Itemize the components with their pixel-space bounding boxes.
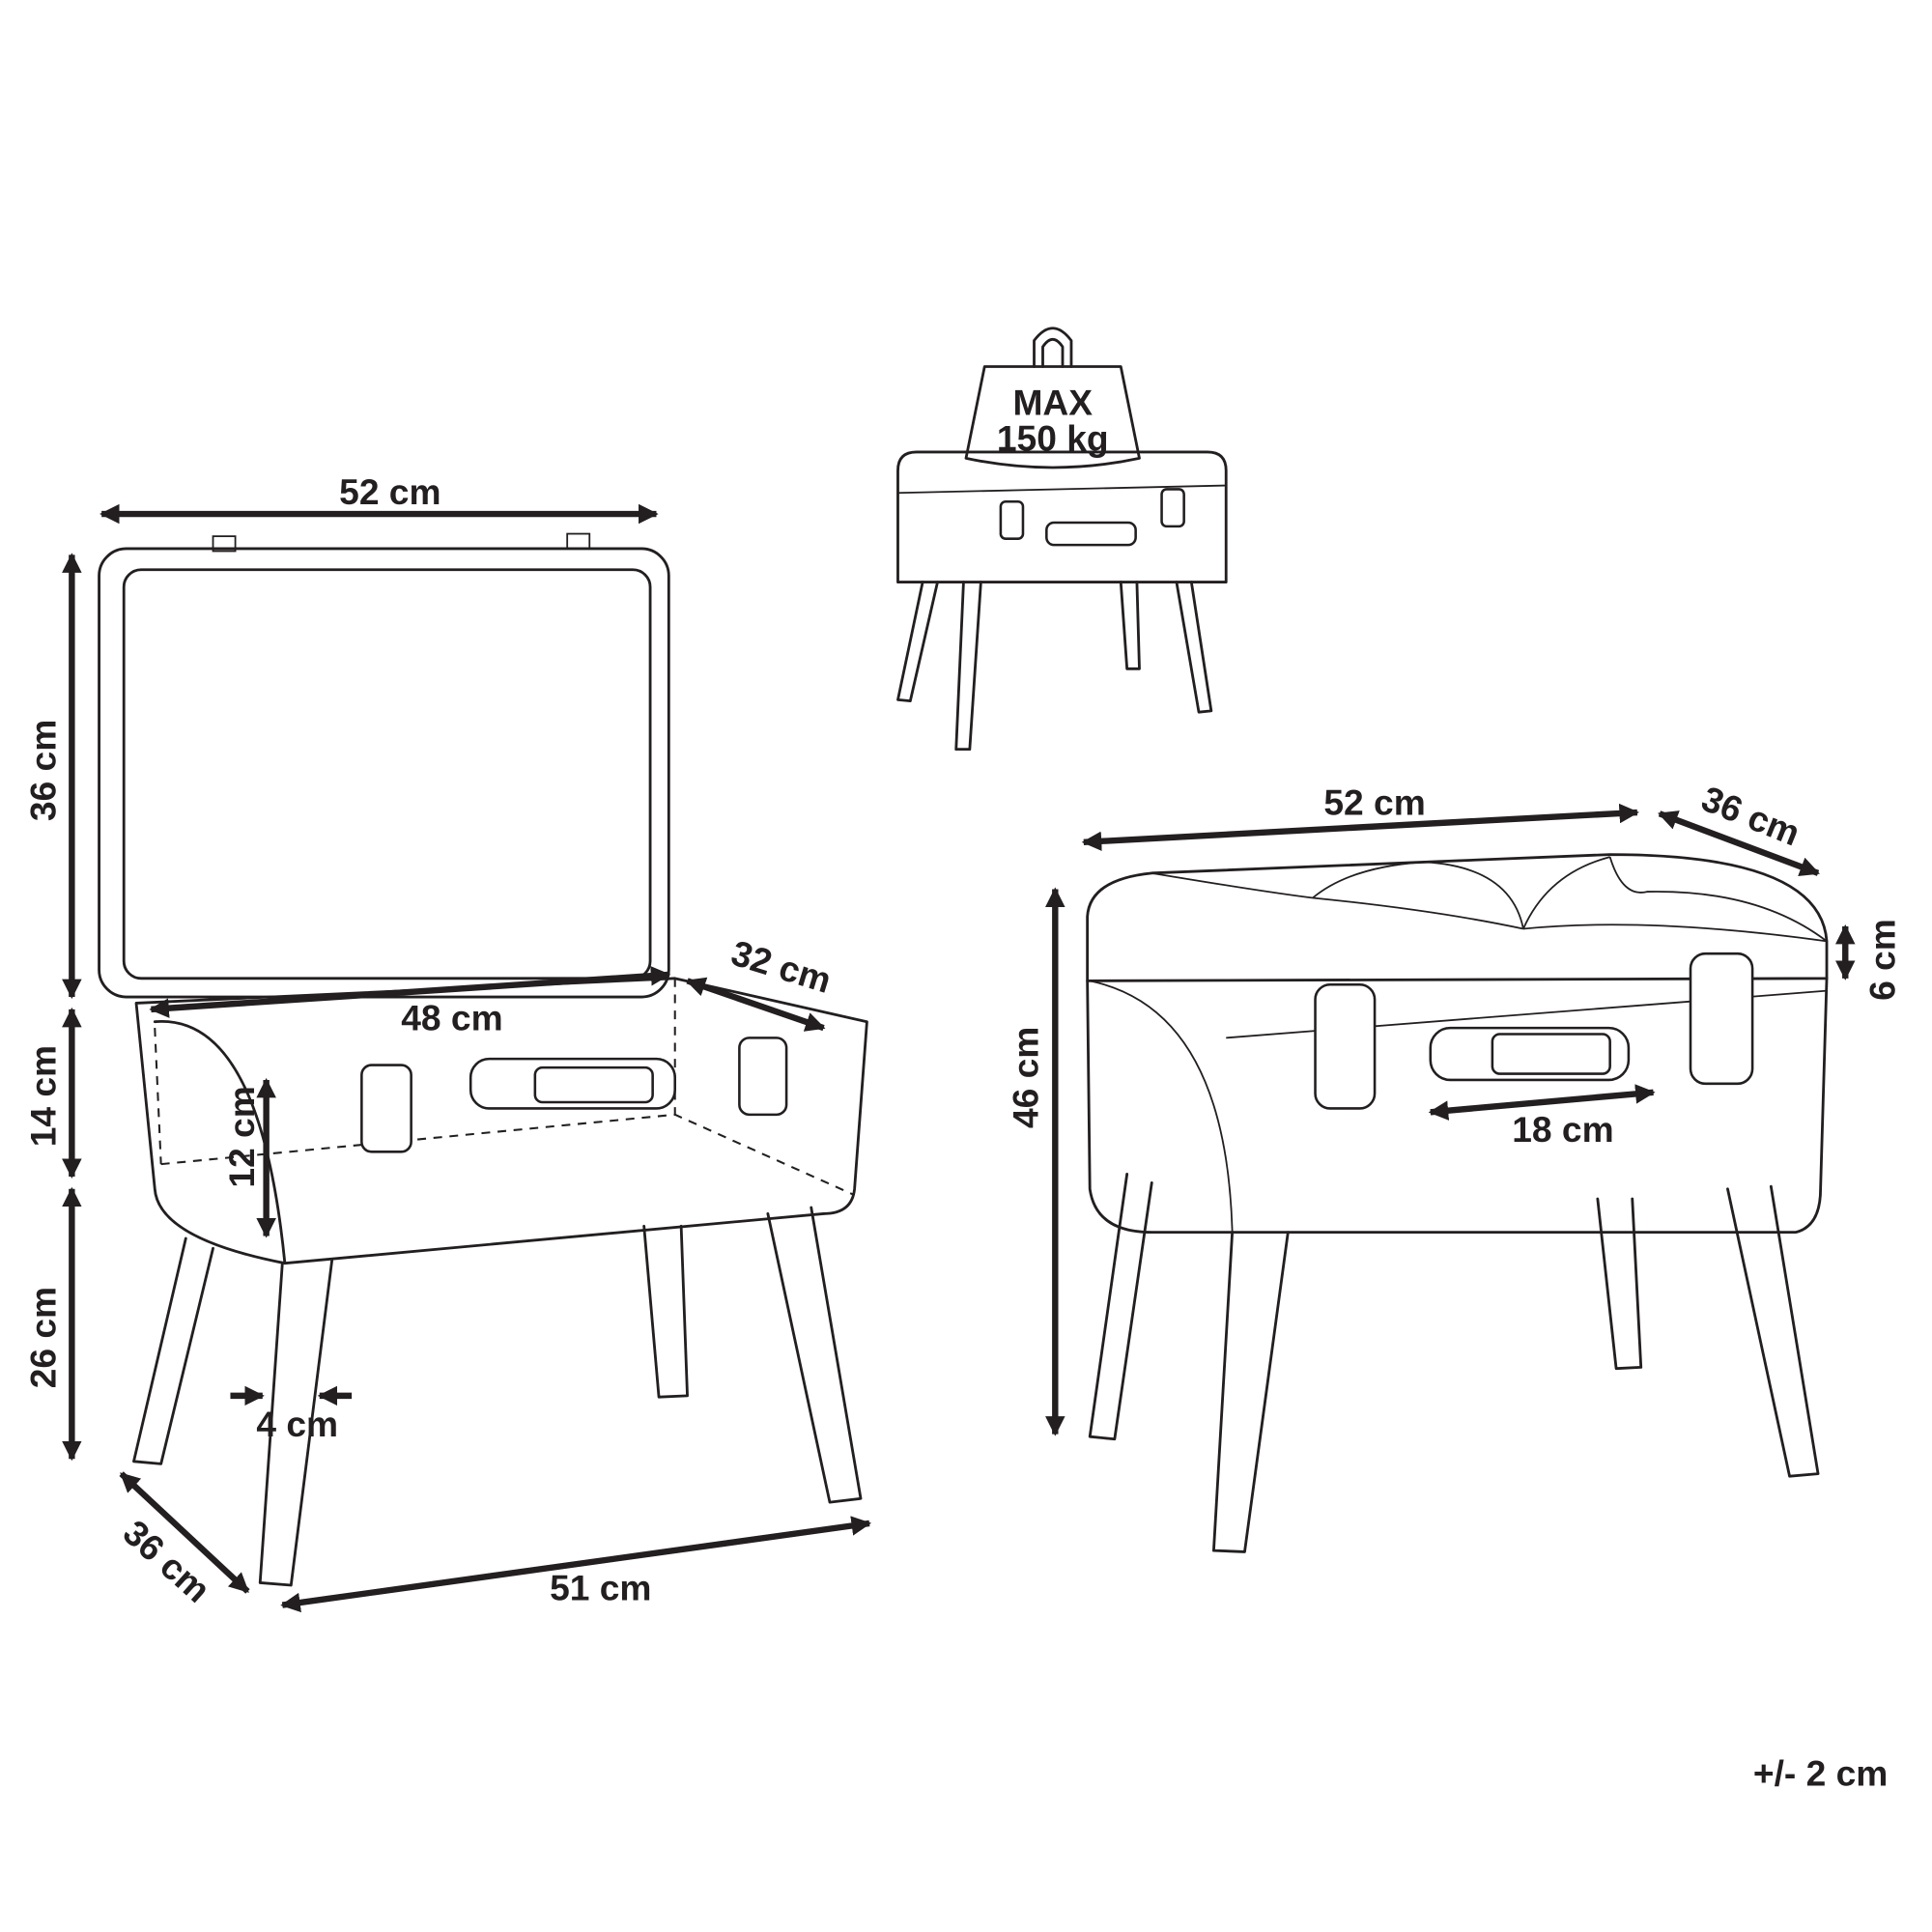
- lid-width-label: 52 cm: [339, 471, 440, 512]
- max-load-label: 150 kg: [997, 418, 1109, 459]
- max-load-drawing: [896, 327, 1228, 752]
- open-stool-drawing: [98, 532, 868, 1587]
- body-height-label: 14 cm: [23, 1045, 64, 1147]
- inner-height-label: 12 cm: [221, 1086, 262, 1187]
- inner-depth-label: 32 cm: [726, 932, 836, 1001]
- leg-height-label: 26 cm: [23, 1287, 64, 1388]
- closed-stool-drawing: [1086, 853, 1829, 1553]
- inner-width-label: 48 cm: [401, 998, 502, 1038]
- tolerance-label: +/- 2 cm: [1753, 1753, 1888, 1794]
- leg-depth-span-label: 36 cm: [116, 1512, 218, 1610]
- max-label: MAX: [1012, 382, 1093, 422]
- leg-width-span-label: 51 cm: [550, 1567, 651, 1607]
- lid-height-label: 36 cm: [23, 720, 64, 821]
- total-height-label: 46 cm: [1005, 1027, 1045, 1128]
- cushion-height-label: 6 cm: [1862, 919, 1903, 1001]
- leg-diameter-label: 4 cm: [256, 1404, 338, 1444]
- handle-width-label: 18 cm: [1512, 1109, 1613, 1150]
- depth-label: 36 cm: [1696, 778, 1805, 853]
- width-label: 52 cm: [1323, 782, 1425, 823]
